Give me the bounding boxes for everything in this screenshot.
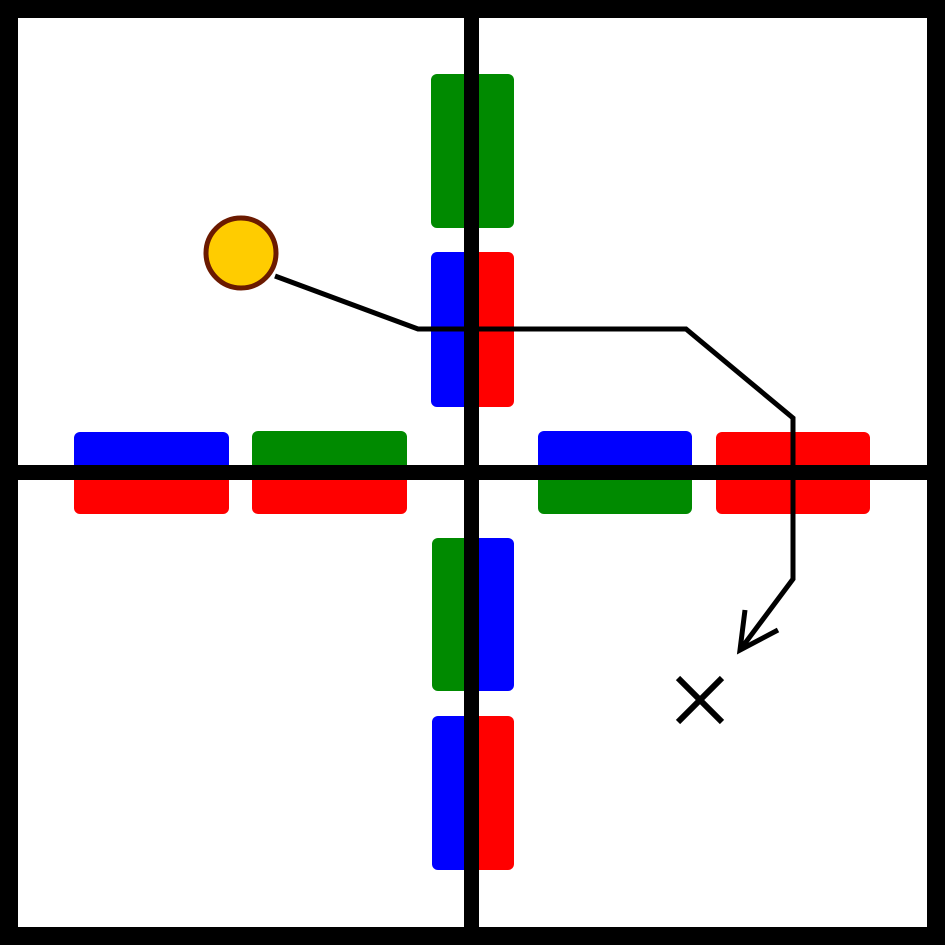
lane-south-inner-half-blue	[473, 538, 514, 691]
lane-north-outer-half-green	[472, 74, 514, 228]
circle-agent-icon	[203, 215, 279, 291]
lane-south-outer-half-red	[473, 716, 514, 870]
horizontal-divider	[0, 465, 945, 480]
arrow-head-icon	[736, 609, 780, 655]
route-path	[274, 273, 796, 652]
x-target-icon	[675, 675, 725, 725]
